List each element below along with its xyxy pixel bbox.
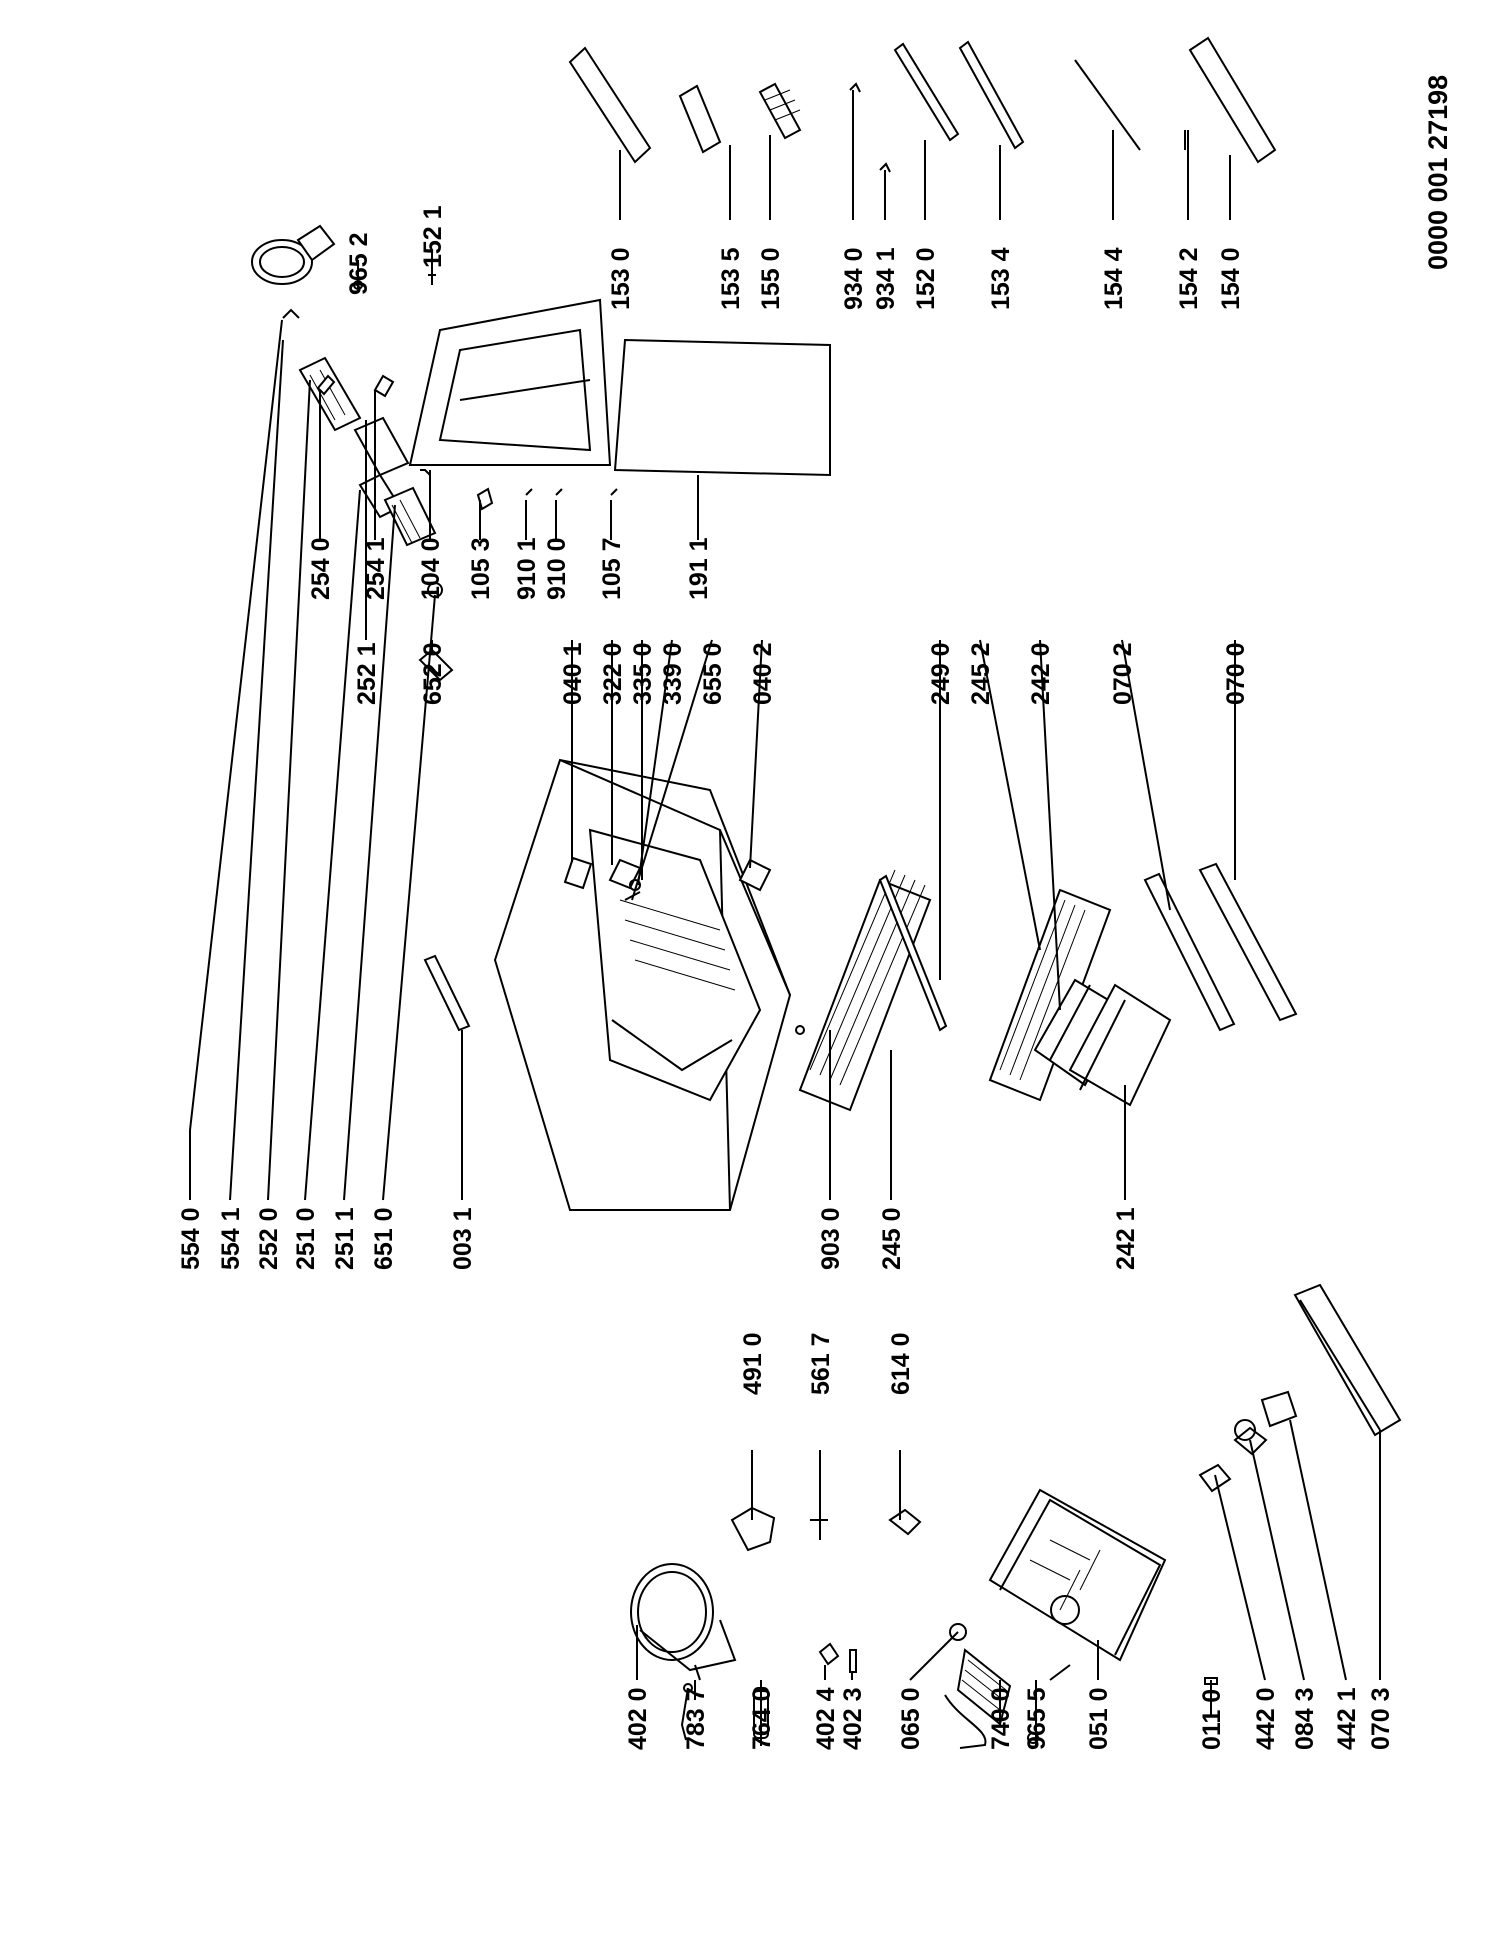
label-934-0: 934 0: [840, 247, 868, 310]
control-panel-drawing: [298, 356, 437, 547]
label-339-0: 339 0: [659, 642, 687, 705]
label-554-1: 554 1: [217, 1207, 245, 1270]
pin-drawing: [795, 1025, 805, 1035]
label-070-3: 070 3: [1367, 1687, 1395, 1750]
label-249-0: 249 0: [927, 642, 955, 705]
door-screws-drawing: [476, 487, 618, 511]
plinth-drawing: [1293, 1283, 1402, 1437]
label-402-4: 402 4: [812, 1687, 840, 1750]
label-442-1: 442 1: [1333, 1687, 1361, 1750]
label-934-1: 934 1: [872, 247, 900, 310]
label-652-0: 652 0: [419, 642, 447, 705]
wire-shelf-drawing: [798, 869, 932, 1112]
switch-drawing: [418, 582, 454, 682]
label-242-0: 242 0: [1027, 642, 1055, 705]
lamp-housing-drawing: [251, 224, 336, 319]
screw-drawing: [1027, 1732, 1039, 1744]
label-554-0: 554 0: [177, 1207, 205, 1270]
label-491-0: 491 0: [739, 1332, 767, 1395]
label-764-0: 764 0: [748, 1687, 776, 1750]
label-040-1: 040 1: [559, 642, 587, 705]
label-105-3: 105 3: [467, 537, 495, 600]
label-614-0: 614 0: [887, 1332, 915, 1395]
shelf-rail-drawing: [878, 874, 948, 1032]
label-084-3: 084 3: [1291, 1687, 1319, 1750]
door-gasket-drawing: [613, 338, 831, 477]
grille-drawing: [1143, 862, 1298, 1032]
label-740-0: 740 0: [987, 1687, 1015, 1750]
label-191-1: 191 1: [685, 537, 713, 600]
label-254-0: 254 0: [307, 537, 335, 600]
part-labels: 402 0 783 7 764 0 402 4 402 3 065 0 740 …: [177, 75, 1453, 1750]
condenser-coil-drawing: [944, 1648, 1012, 1749]
label-254-1: 254 1: [362, 537, 390, 600]
label-910-0: 910 0: [543, 537, 571, 600]
label-154-0: 154 0: [1217, 247, 1245, 310]
label-154-4: 154 4: [1100, 247, 1128, 310]
label-040-2: 040 2: [749, 642, 777, 705]
relay-clip-drawing: [818, 1642, 857, 1673]
label-070-0: 070 0: [1222, 642, 1250, 705]
label-105-7: 105 7: [598, 537, 626, 600]
leader-lines: [189, 90, 1381, 1746]
label-245-0: 245 0: [878, 1207, 906, 1270]
label-070-2: 070 2: [1109, 642, 1137, 705]
crisper-drawer-drawing: [1033, 978, 1172, 1107]
label-442-0: 442 0: [1252, 1687, 1280, 1750]
label-655-0: 655 0: [699, 642, 727, 705]
label-152-0: 152 0: [912, 247, 940, 310]
label-335-0: 335 0: [629, 642, 657, 705]
label-783-7: 783 7: [682, 1687, 710, 1750]
label-155-0: 155 0: [757, 247, 785, 310]
label-011-0: 011 0: [1198, 1689, 1226, 1750]
label-154-2: 154 2: [1175, 247, 1203, 310]
label-965-5: 965 5: [1023, 1687, 1051, 1750]
mount-bracket-drawing: [730, 1506, 922, 1552]
door-panel-drawing: [408, 298, 612, 476]
label-065-0: 065 0: [897, 1687, 925, 1750]
label-252-1: 252 1: [353, 642, 381, 705]
compressor-drawing: [630, 1563, 737, 1681]
label-003-1: 003 1: [449, 1207, 477, 1270]
label-903-0: 903 0: [817, 1207, 845, 1270]
label-245-2: 245 2: [967, 642, 995, 705]
label-322-0: 322 0: [599, 642, 627, 705]
label-910-1: 910 1: [513, 537, 541, 600]
label-242-1: 242 1: [1112, 1207, 1140, 1270]
label-252-0: 252 0: [255, 1207, 283, 1270]
label-402-3: 402 3: [839, 1687, 867, 1750]
label-104-0: 104 0: [417, 537, 445, 600]
shelf-support-drawing: [423, 954, 471, 1032]
label-153-4: 153 4: [987, 247, 1015, 310]
door-balcony-drawing: [568, 36, 1277, 173]
label-051-0: 051 0: [1085, 1687, 1113, 1750]
label-651-0: 651 0: [370, 1207, 398, 1270]
label-965-2: 965 2: [345, 232, 373, 295]
label-153-5: 153 5: [717, 247, 745, 310]
document-reference: 0000 001 27198: [1423, 75, 1453, 270]
label-251-1: 251 1: [331, 1207, 359, 1270]
label-251-0: 251 0: [292, 1207, 320, 1270]
tube-drawing: [680, 1683, 693, 1741]
label-561-7: 561 7: [807, 1332, 835, 1395]
glass-shelf-drawing: [988, 888, 1112, 1102]
label-402-0: 402 0: [624, 1687, 652, 1750]
label-152-1: 152 1: [419, 205, 447, 268]
label-153-0: 153 0: [607, 247, 635, 310]
base-tray-drawing: [988, 1488, 1167, 1681]
door-handle-drawing: [316, 374, 395, 398]
